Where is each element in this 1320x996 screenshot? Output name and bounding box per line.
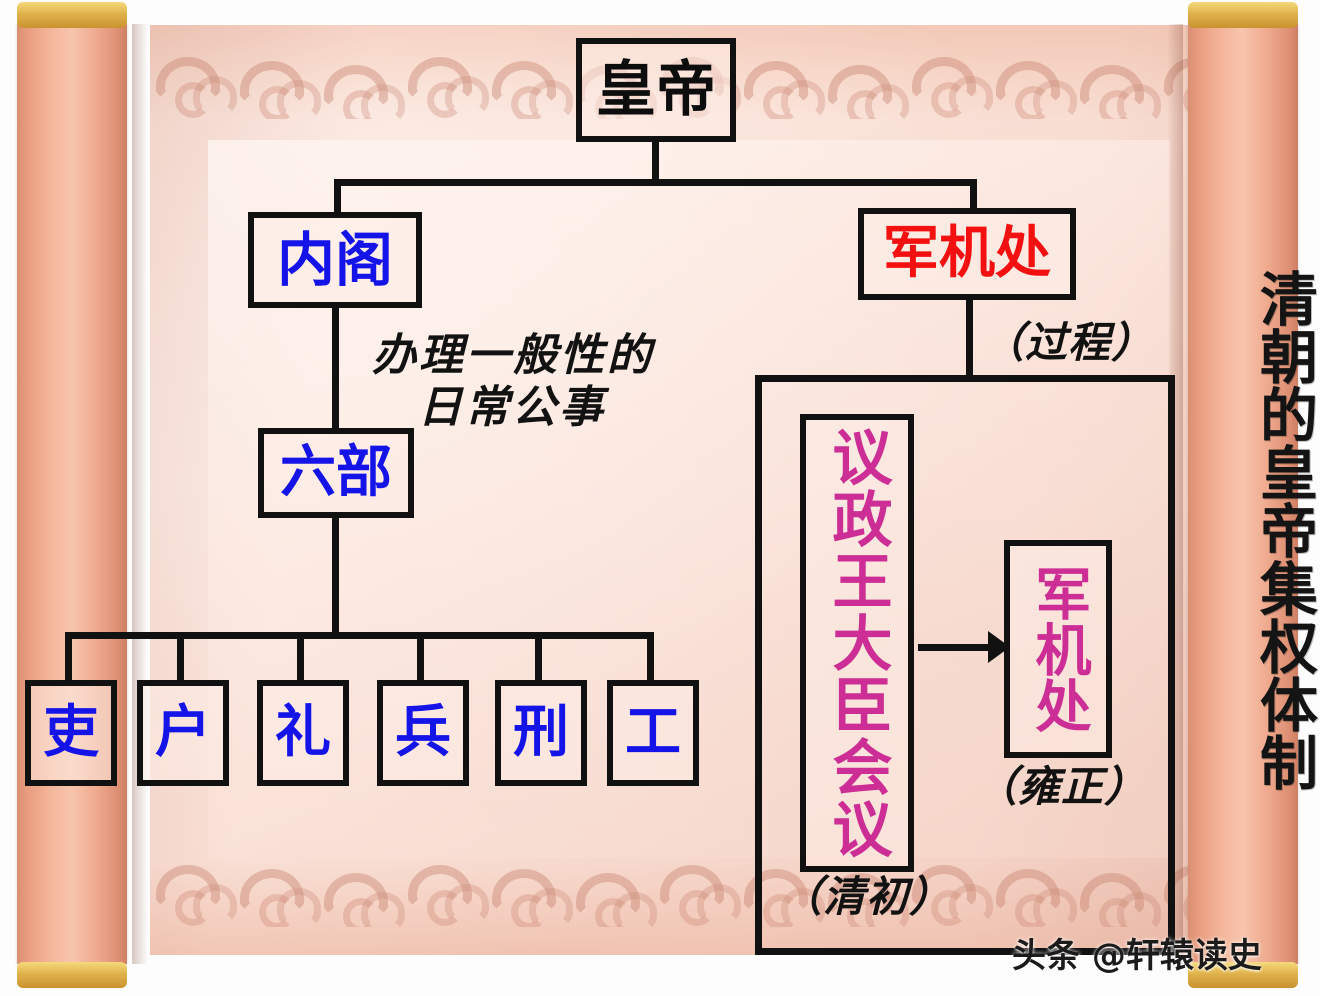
connector-liubu-stem bbox=[332, 516, 339, 632]
node-grand-council-vertical[interactable]: 军机处 bbox=[1004, 540, 1112, 758]
scroll-roller-left bbox=[12, 0, 132, 996]
connector-ministry-drop bbox=[65, 632, 72, 682]
cloud-swirl-ornament bbox=[1080, 65, 1161, 119]
cloud-swirl-ornament bbox=[912, 57, 993, 118]
node-six-ministries[interactable]: 六部 bbox=[258, 428, 414, 518]
cloud-swirl-ornament bbox=[408, 57, 489, 118]
node-ministry-war[interactable]: 兵 bbox=[377, 680, 469, 786]
note-process: （过程） bbox=[982, 318, 1155, 367]
cloud-swirl-ornament bbox=[744, 869, 825, 927]
grand-council-evolution-frame bbox=[755, 375, 1175, 955]
cloud-swirl-ornament bbox=[912, 865, 993, 926]
connector-to-cabinet bbox=[334, 179, 341, 215]
connector-ministry-drop bbox=[535, 632, 542, 682]
note-qingchu: （清初） bbox=[780, 872, 953, 921]
roller-cap-top bbox=[17, 2, 127, 28]
connector-emperor-stem bbox=[652, 142, 659, 182]
node-ministry-justice[interactable]: 刑 bbox=[495, 680, 587, 786]
cloud-swirl-ornament bbox=[240, 869, 321, 927]
note-daily-affairs-line1: 办理一般性的 bbox=[372, 330, 654, 381]
cloud-swirl-ornament bbox=[1080, 873, 1161, 927]
left-roller-shadow bbox=[132, 24, 148, 964]
roller-shaft bbox=[1188, 24, 1298, 964]
connector-emperor-bus bbox=[334, 179, 977, 186]
cloud-swirl-ornament bbox=[828, 65, 909, 119]
node-ministry-works[interactable]: 工 bbox=[607, 680, 699, 786]
connector-grand-council-down bbox=[966, 300, 973, 380]
cloud-swirl-ornament bbox=[156, 57, 237, 118]
cloud-swirl-ornament bbox=[324, 65, 405, 119]
arrow-shaft bbox=[918, 644, 994, 651]
cloud-swirl-ornament bbox=[408, 865, 489, 926]
node-cabinet[interactable]: 内阁 bbox=[248, 212, 422, 308]
roller-cap-bottom bbox=[17, 962, 127, 988]
cloud-swirl-ornament bbox=[240, 61, 321, 119]
cloud-swirl-ornament bbox=[492, 869, 573, 927]
connector-ministry-drop bbox=[647, 632, 654, 682]
roller-cap-top bbox=[1188, 2, 1298, 28]
note-yongzheng: （雍正） bbox=[975, 762, 1148, 811]
note-daily-affairs-line2: 日常公事 bbox=[418, 381, 606, 433]
cloud-swirl-ornament bbox=[828, 873, 909, 927]
node-deliberative-council[interactable]: 议政王大臣会议 bbox=[800, 414, 914, 872]
cloud-swirl-ornament bbox=[660, 865, 741, 926]
node-ministry-personnel[interactable]: 吏 bbox=[25, 680, 117, 786]
connector-ministries-bus bbox=[65, 632, 653, 639]
roller-cap-bottom bbox=[1188, 962, 1298, 988]
scroll-roller-right bbox=[1183, 0, 1303, 996]
watermark: 头条 @轩辕读史 bbox=[1012, 936, 1262, 976]
connector-ministry-drop bbox=[177, 632, 184, 682]
vertical-title: 清朝的皇帝集权体制 bbox=[1250, 269, 1318, 791]
connector-ministry-drop bbox=[297, 632, 304, 682]
roller-shaft bbox=[17, 24, 127, 964]
arrow-head-icon bbox=[988, 631, 1010, 663]
connector-cabinet-to-liubu bbox=[332, 306, 339, 432]
cloud-swirl-ornament bbox=[324, 873, 405, 927]
node-emperor[interactable]: 皇帝 bbox=[576, 38, 736, 142]
note-daily-affairs: 办理一般性的 日常公事 bbox=[372, 330, 654, 434]
node-ministry-revenue[interactable]: 户 bbox=[137, 680, 229, 786]
node-ministry-rites[interactable]: 礼 bbox=[257, 680, 349, 786]
cloud-swirl-ornament bbox=[996, 869, 1077, 927]
cloud-swirl-ornament bbox=[576, 873, 657, 927]
connector-ministry-drop bbox=[417, 632, 424, 682]
cloud-swirl-ornament bbox=[996, 61, 1077, 119]
cloud-swirl-ornament bbox=[492, 61, 573, 119]
node-grand-council[interactable]: 军机处 bbox=[858, 208, 1076, 300]
connector-to-grand-council bbox=[970, 179, 977, 211]
cloud-swirl-ornament bbox=[156, 865, 237, 926]
cloud-swirl-ornament bbox=[744, 61, 825, 119]
